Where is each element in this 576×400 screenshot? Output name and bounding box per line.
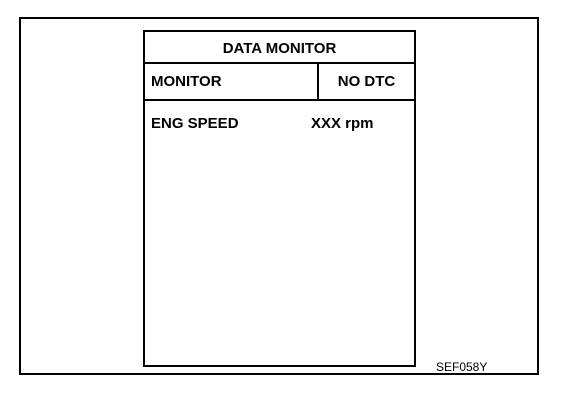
- figure-frame: [19, 17, 539, 375]
- monitor-item-row: ENG SPEED XXX rpm: [151, 113, 408, 133]
- consult-screen: DATA MONITOR MONITOR NO DTC ENG SPEED XX…: [143, 30, 416, 367]
- monitor-label: MONITOR: [145, 64, 319, 99]
- monitor-item-value: XXX rpm: [311, 114, 374, 132]
- monitor-item-label: ENG SPEED: [151, 114, 239, 132]
- dtc-status-label: NO DTC: [337, 73, 396, 90]
- figure-reference-code: SEF058Y: [436, 360, 488, 374]
- monitor-list: ENG SPEED XXX rpm: [145, 101, 414, 133]
- screen-title: DATA MONITOR: [145, 32, 414, 64]
- screen-header: MONITOR NO DTC: [145, 64, 414, 101]
